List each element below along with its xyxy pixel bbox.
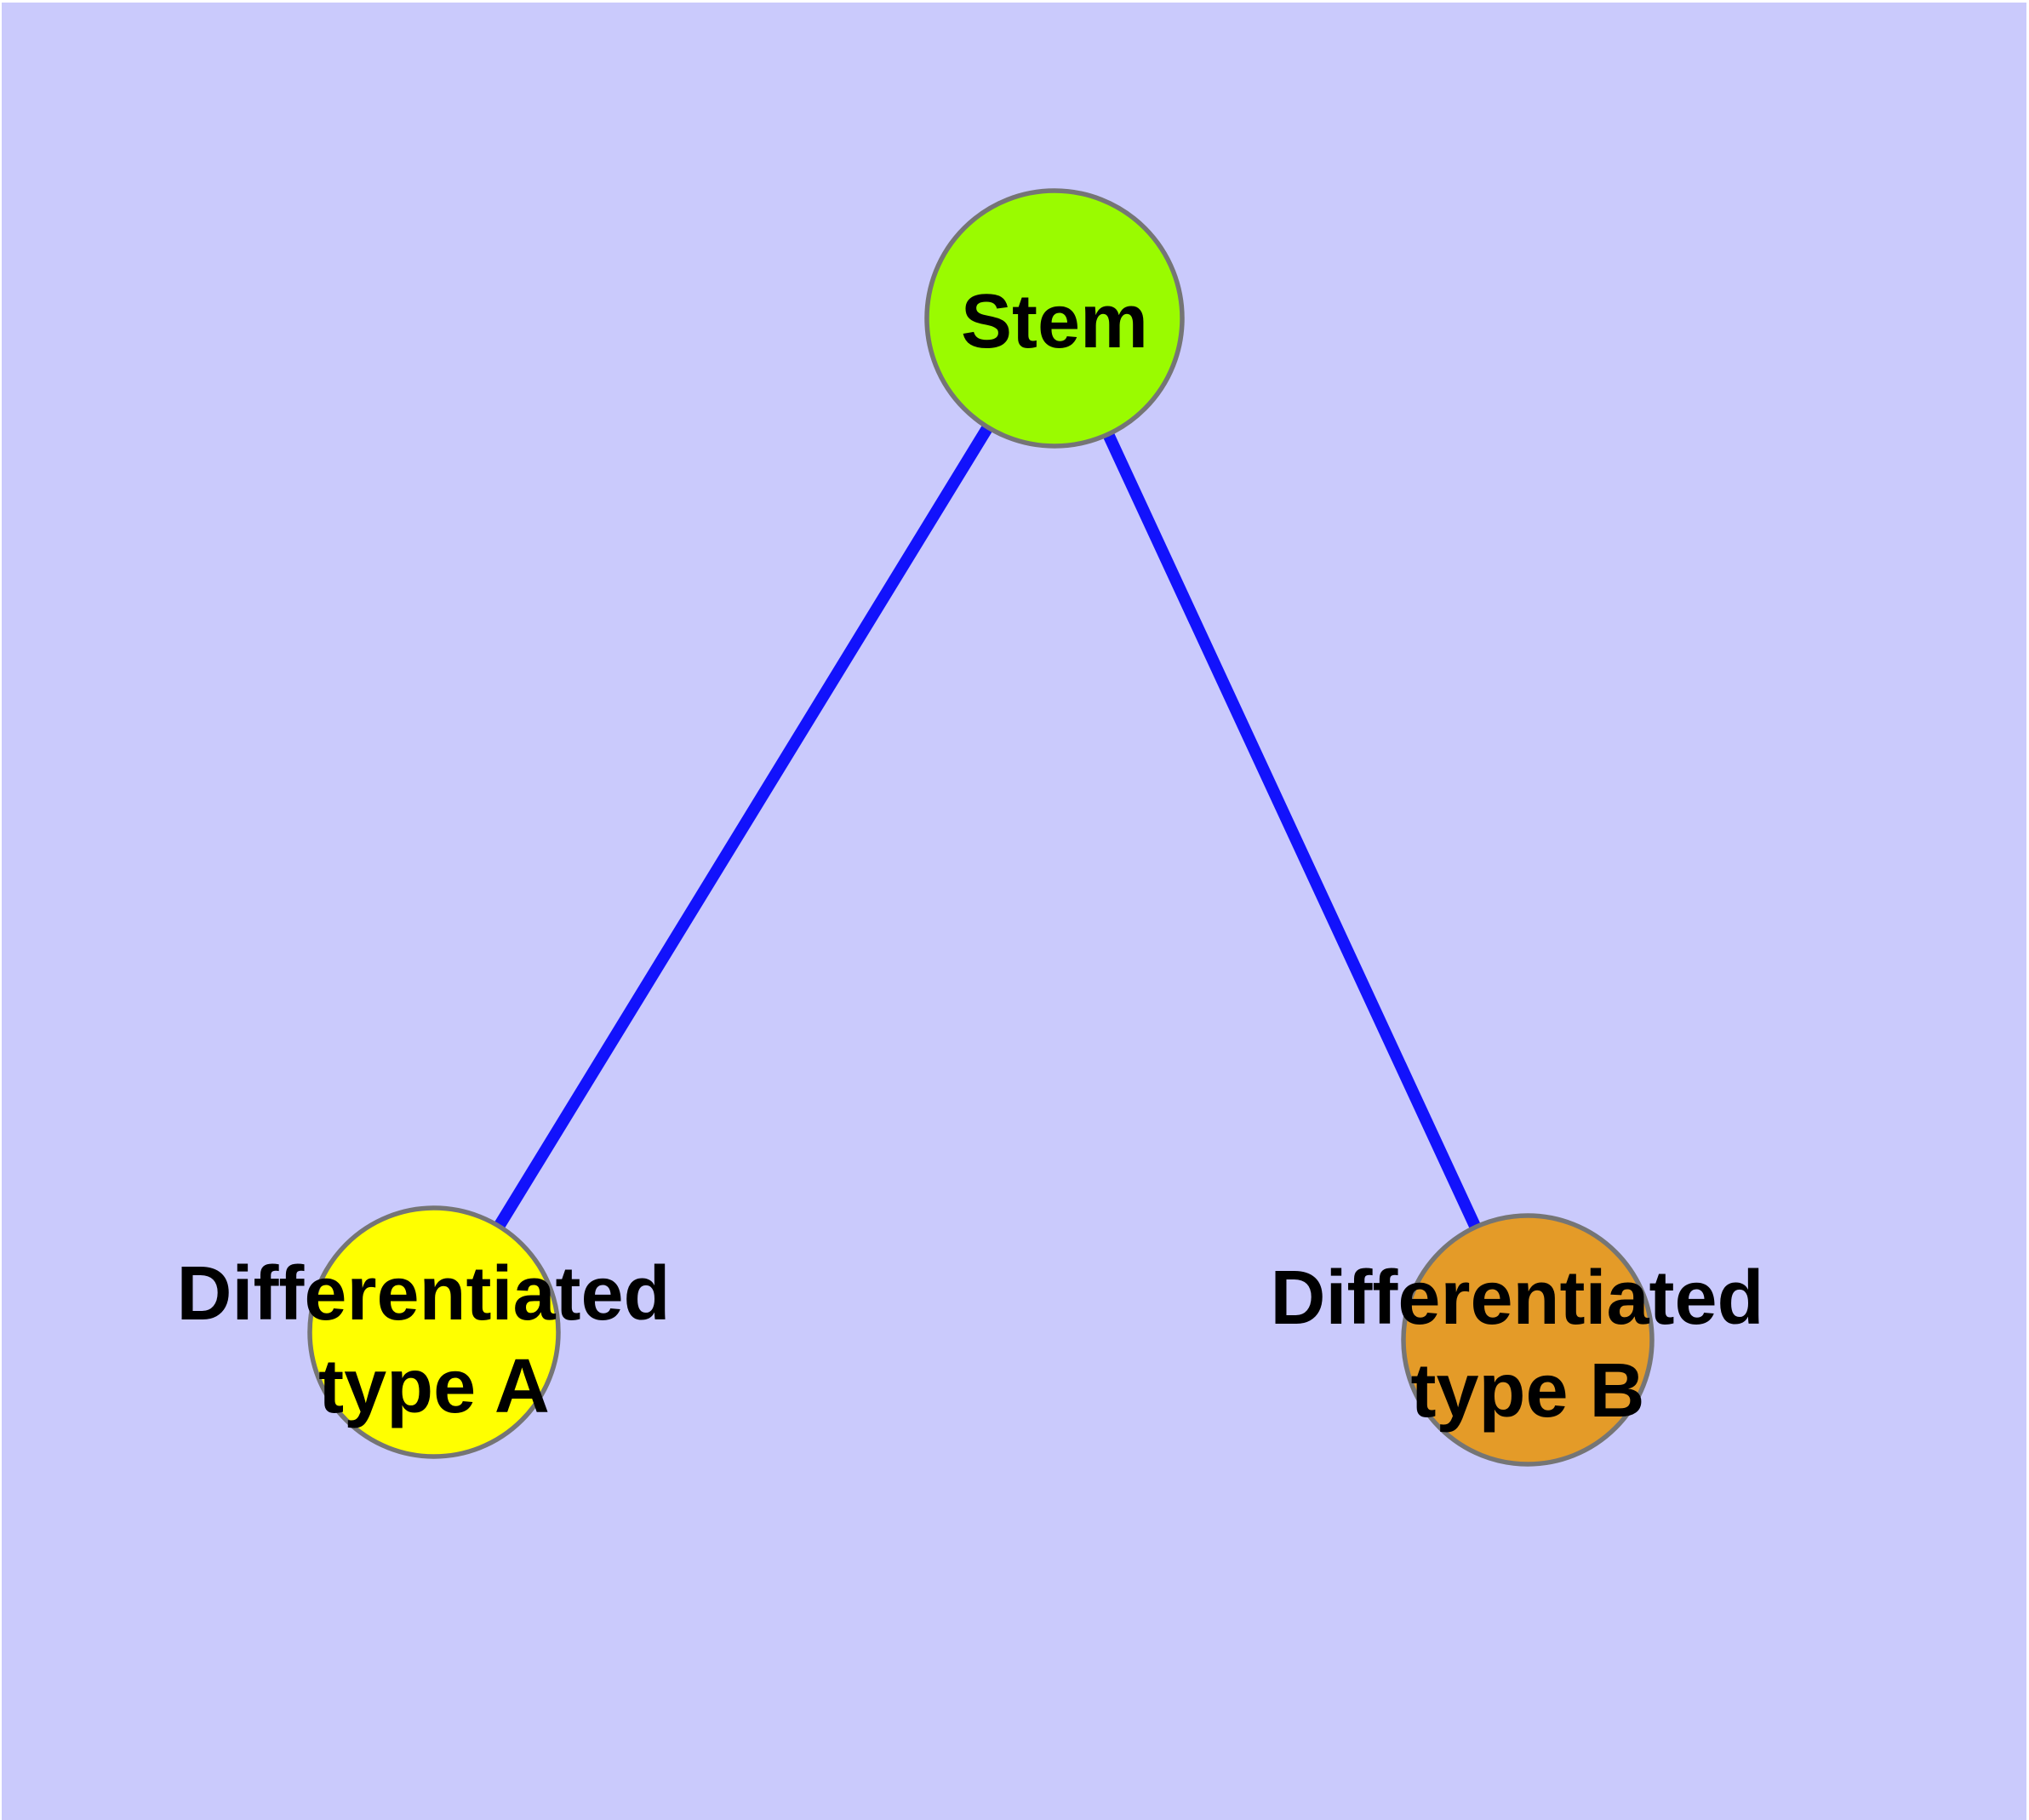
node-stem-label-line1: Stem [961, 279, 1148, 364]
edge-stem-to-type-b [1049, 316, 1534, 1342]
node-stem [924, 188, 1185, 449]
node-differentiated-type-a [307, 1205, 561, 1459]
node-differentiated-type-a-label-line1: Differentiated [176, 1251, 670, 1336]
node-stem-label: Stem [961, 279, 1148, 364]
node-differentiated-type-b [1401, 1213, 1655, 1467]
node-differentiated-type-b-label-line1: Differentiated [1270, 1256, 1763, 1341]
node-differentiated-type-a-label-line2: type A [318, 1344, 550, 1429]
edge-stem-to-type-a [429, 315, 1060, 1336]
node-differentiated-type-a-label: Differentiated type A [176, 1251, 691, 1429]
node-differentiated-type-b-label: Differentiated type B [1270, 1256, 1785, 1434]
node-differentiated-type-b-label-line2: type B [1410, 1348, 1644, 1434]
